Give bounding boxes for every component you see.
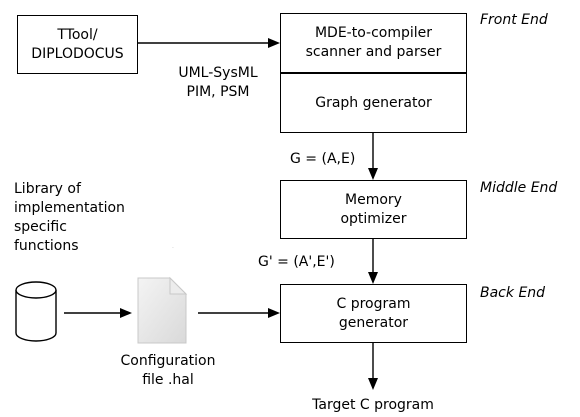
arrow-library-to-config xyxy=(64,308,132,318)
node-graph-generator: Graph generator xyxy=(280,73,467,133)
node-ttool: TTool/ DIPLODOCUS xyxy=(17,15,138,74)
stage-back-end: Back End xyxy=(480,285,546,301)
document-file-icon xyxy=(137,276,188,344)
label-graph-g: G = (A,E) xyxy=(290,151,356,167)
arrow-memory-to-cgen xyxy=(368,239,378,284)
label-target-c-program: Target C program xyxy=(312,397,434,413)
stage-middle-end: Middle End xyxy=(480,180,558,196)
label-configuration-file: Configuration file .hal xyxy=(120,353,216,388)
database-cylinder-icon xyxy=(15,281,57,342)
arrow-graph-to-memory xyxy=(368,133,378,180)
label-uml-sysml: UML-SysML PIM, PSM xyxy=(178,65,258,100)
node-memory-optimizer: Memory optimizer xyxy=(280,180,467,239)
node-c-program-generator: C program generator xyxy=(280,284,467,343)
node-scanner-parser: MDE-to-compiler scanner and parser xyxy=(280,13,467,73)
arrow-cgen-to-target xyxy=(368,343,378,390)
stage-front-end: Front End xyxy=(480,12,548,28)
stray-dot: . xyxy=(172,243,174,250)
arrow-ttool-to-scanner xyxy=(138,38,280,48)
label-graph-gprime: G' = (A',E') xyxy=(258,254,335,270)
arrow-config-to-cgen xyxy=(198,308,280,318)
label-library: Library of implementation specific funct… xyxy=(14,181,125,254)
